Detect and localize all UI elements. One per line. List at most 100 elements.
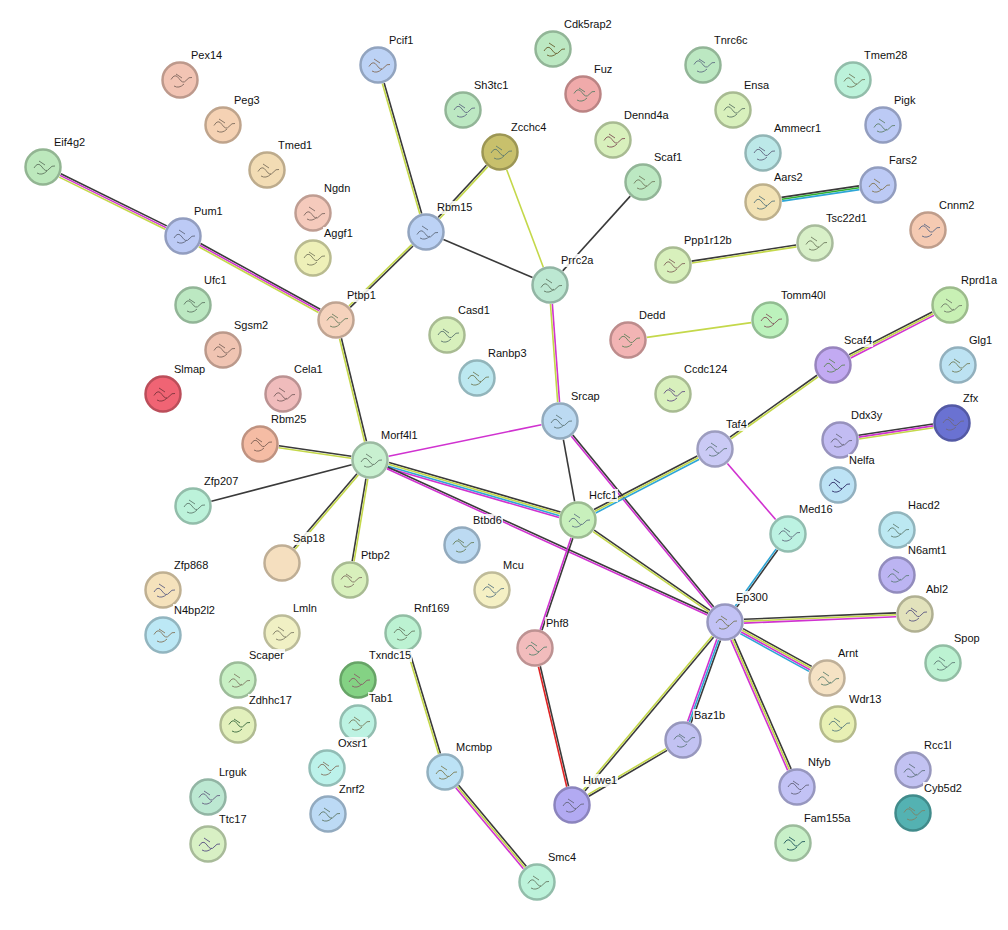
protein-circle [219, 706, 257, 744]
interaction-edge [744, 613, 896, 623]
interaction-edge [782, 186, 860, 201]
structure-sketch [274, 388, 295, 401]
evidence-line [734, 639, 791, 769]
structure-sketch [716, 616, 737, 629]
protein-label: Arnt [837, 647, 859, 660]
protein-label: Txndc15 [368, 649, 412, 662]
protein-disc [221, 663, 256, 698]
protein-disc [866, 108, 901, 143]
protein-circle [516, 629, 554, 667]
interaction-edge [279, 446, 352, 458]
protein-disc [460, 361, 495, 396]
structure-sketch [788, 781, 809, 794]
protein-circle [769, 515, 807, 553]
protein-label: Tmem28 [863, 49, 908, 62]
protein-node: Zfp207 [174, 487, 212, 525]
protein-node: Tomm40l [751, 301, 789, 339]
protein-disc [861, 168, 896, 203]
protein-label: Eif4g2 [53, 136, 86, 149]
structure-sketch [229, 719, 250, 732]
structure-sketch [941, 299, 962, 312]
protein-disc [146, 618, 181, 653]
protein-node: Cela1 [264, 375, 302, 413]
protein-label: Hcfc1 [588, 489, 618, 502]
protein-circle [541, 402, 579, 440]
interaction-edge [588, 749, 667, 796]
protein-node: Pum1 [164, 217, 202, 255]
structure-sketch [468, 372, 489, 385]
protein-label: Wdr13 [848, 693, 882, 706]
protein-node: Srcap [541, 402, 579, 440]
evidence-line [593, 532, 709, 612]
structure-sketch [483, 584, 504, 597]
evidence-line [733, 639, 790, 769]
protein-label: Aggf1 [323, 227, 354, 240]
protein-circle [351, 441, 389, 479]
evidence-line [742, 630, 811, 668]
protein-disc [409, 215, 444, 250]
structure-sketch [831, 434, 852, 447]
structure-sketch [258, 164, 279, 177]
evidence-line [727, 463, 775, 519]
protein-disc [686, 48, 721, 83]
structure-sketch [949, 359, 970, 372]
structure-sketch [199, 791, 220, 804]
protein-label: Rnf169 [413, 602, 450, 615]
protein-node: Sh3tc1 [444, 91, 482, 129]
protein-node: Mcu [473, 571, 511, 609]
protein-label: Scaper [248, 649, 285, 662]
structure-sketch [574, 88, 595, 101]
structure-sketch [327, 314, 348, 327]
protein-circle [294, 239, 332, 277]
evidence-line [382, 84, 420, 214]
protein-disc [746, 185, 781, 220]
protein-label: Nfyb [807, 756, 832, 769]
protein-node: Smc4 [518, 863, 556, 901]
protein-node: Casd1 [428, 316, 466, 354]
structure-sketch [154, 629, 175, 642]
protein-node: Nelfa [819, 466, 857, 504]
protein-disc [746, 136, 781, 171]
protein-node: Ppp1r12b [654, 246, 692, 284]
protein-node: Scaf1 [624, 163, 662, 201]
protein-node: Lmln [263, 614, 301, 652]
protein-circle [174, 487, 212, 525]
protein-circle [664, 721, 702, 759]
protein-label: Zfx [962, 392, 979, 405]
protein-label: Sh3tc1 [473, 79, 509, 92]
protein-disc [166, 219, 201, 254]
protein-label: Mcmbp [455, 741, 493, 754]
interaction-edge [456, 785, 527, 868]
protein-label: Pex14 [190, 49, 223, 62]
protein-disc [518, 631, 553, 666]
structure-sketch [906, 608, 927, 621]
structure-sketch [844, 74, 865, 87]
protein-disc [296, 241, 331, 276]
protein-circle [654, 246, 692, 284]
protein-label: Prrc2a [560, 254, 594, 267]
evidence-line [457, 787, 525, 868]
protein-circle [359, 46, 397, 84]
evidence-line [731, 640, 788, 770]
protein-disc [816, 348, 851, 383]
evidence-line [744, 617, 896, 623]
protein-circle [933, 404, 971, 442]
protein-node: Pex14 [161, 61, 199, 99]
protein-node: Lrguk [189, 778, 227, 816]
protein-disc [206, 108, 241, 143]
structure-sketch [251, 438, 272, 451]
evidence-line [538, 667, 566, 787]
protein-label: Scaf1 [653, 151, 683, 164]
protein-label: Rbm15 [436, 201, 473, 214]
protein-node: Fars2 [859, 166, 897, 204]
protein-node: Rnf169 [384, 614, 422, 652]
protein-label: Hacd2 [907, 499, 941, 512]
protein-circle [609, 321, 647, 359]
protein-disc [933, 288, 968, 323]
structure-sketch [806, 237, 827, 250]
protein-node: Tmem28 [834, 61, 872, 99]
protein-circle [241, 425, 279, 463]
protein-disc [880, 513, 915, 548]
evidence-line [389, 463, 560, 512]
protein-label: Glg1 [968, 334, 993, 347]
